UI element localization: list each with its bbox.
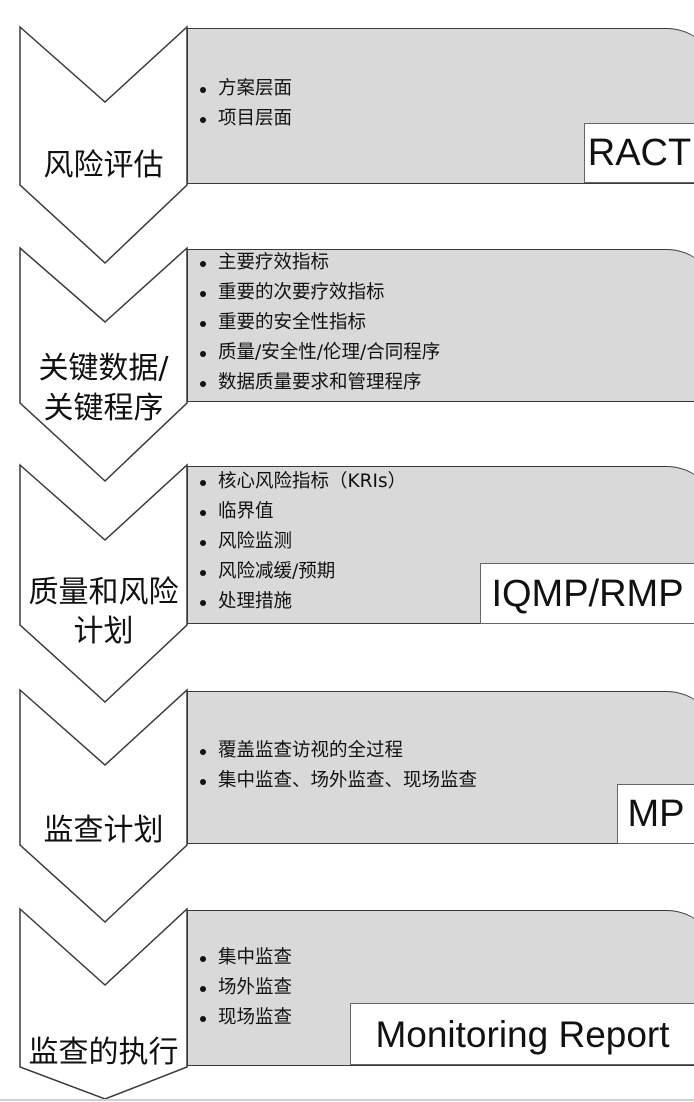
bullet-item: 覆盖监查访视的全过程	[196, 736, 477, 766]
chevron-2	[19, 246, 188, 483]
step-5-tag: Monitoring Report	[350, 1003, 694, 1065]
bullet-item: 集中监查、场外监查、现场监查	[196, 766, 477, 796]
chevron-1	[19, 25, 188, 265]
step-5-bullets: 集中监查 场外监查 现场监查	[196, 943, 292, 1033]
bullet-item: 重要的次要疗效指标	[196, 278, 440, 308]
step-2-label-line2: 关键程序	[43, 391, 164, 426]
bullet-item: 方案层面	[196, 74, 292, 104]
step-2-label-line1: 关键数据/	[38, 351, 169, 386]
bullet-item: 现场监查	[196, 1003, 292, 1033]
bullet-item: 质量/安全性/伦理/合同程序	[196, 338, 440, 368]
chevron-3	[19, 463, 188, 704]
chevron-4	[19, 688, 188, 924]
step-4-tag: MP	[617, 784, 694, 844]
step-1-label: 风险评估	[43, 148, 164, 183]
bullet-item: 风险监测	[196, 527, 406, 557]
bullet-item: 临界值	[196, 497, 406, 527]
step-1-tag: RACT	[584, 123, 694, 183]
step-4-label: 监查计划	[43, 813, 164, 848]
step-1-bullets: 方案层面 项目层面	[196, 74, 292, 134]
bullet-item: 重要的安全性指标	[196, 308, 440, 338]
bullet-item: 项目层面	[196, 104, 292, 134]
step-3-tag: IQMP/RMP	[480, 563, 694, 624]
step-3-bullets: 核心风险指标（KRIs） 临界值 风险监测 风险减缓/预期 处理措施	[196, 467, 406, 617]
bullet-item: 场外监查	[196, 973, 292, 1003]
bullet-item: 风险减缓/预期	[196, 557, 406, 587]
step-2-panel	[187, 249, 694, 402]
chevron-5	[19, 907, 188, 1100]
step-3-label-line1: 质量和风险	[28, 575, 179, 610]
step-4-panel	[187, 691, 694, 844]
bottom-divider	[0, 1099, 694, 1101]
step-5-label: 监查的执行	[28, 1035, 179, 1070]
bullet-item: 数据质量要求和管理程序	[196, 368, 440, 398]
bullet-item: 主要疗效指标	[196, 248, 440, 278]
bullet-item: 核心风险指标（KRIs）	[196, 467, 406, 497]
step-2-bullets: 主要疗效指标 重要的次要疗效指标 重要的安全性指标 质量/安全性/伦理/合同程序…	[196, 248, 440, 398]
step-3-label-line2: 计划	[73, 614, 134, 649]
step-4-bullets: 覆盖监查访视的全过程 集中监查、场外监查、现场监查	[196, 736, 477, 796]
bullet-item: 集中监查	[196, 943, 292, 973]
bullet-item: 处理措施	[196, 587, 406, 617]
